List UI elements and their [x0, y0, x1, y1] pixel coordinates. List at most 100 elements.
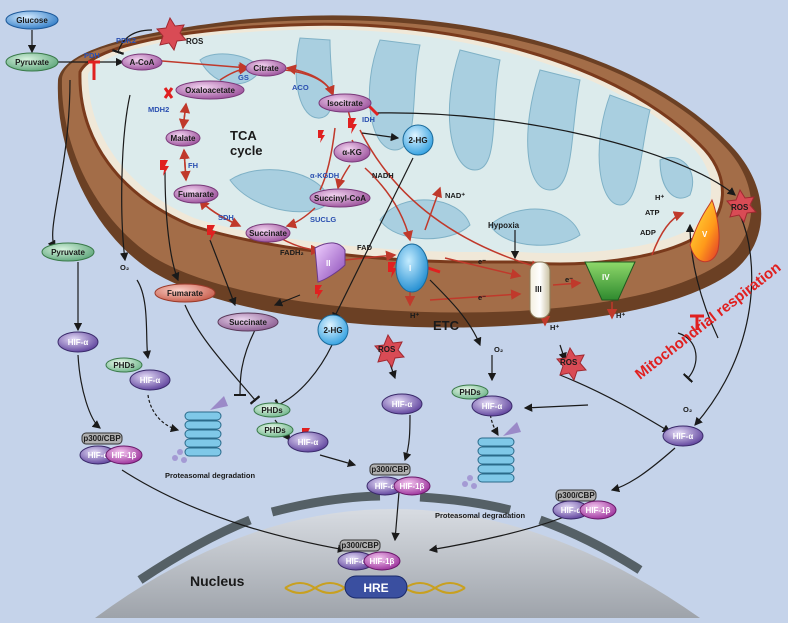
- p300-box-2[interactable]: [369, 463, 411, 476]
- complex-5[interactable]: [689, 198, 720, 263]
- p300-box-4[interactable]: [339, 539, 381, 552]
- aco-label: ACO: [292, 83, 309, 92]
- fumarate-node[interactable]: [154, 283, 216, 303]
- complex1-inhibitor-icon: [427, 266, 441, 274]
- akgdh-mutation-icon: [318, 130, 325, 143]
- o2-label-right: O₂: [683, 405, 692, 414]
- ros-star-complex1[interactable]: [374, 333, 405, 369]
- isocitrate-node[interactable]: [318, 93, 372, 113]
- malate-node[interactable]: [165, 129, 201, 147]
- h-plus-label-4: H⁺: [616, 311, 625, 320]
- complex-2-label: II: [326, 259, 330, 268]
- complex-1[interactable]: [395, 243, 429, 293]
- hre-box[interactable]: [344, 575, 408, 599]
- p300-box-1[interactable]: [81, 432, 123, 445]
- oxaloacetate-node[interactable]: [175, 80, 245, 100]
- two-hg-mito-node[interactable]: [402, 124, 434, 156]
- adp-label: ADP: [640, 228, 656, 237]
- atp-label: ATP: [645, 208, 659, 217]
- nuclear-envelope-segment: [270, 491, 381, 517]
- phds-node-4[interactable]: [451, 384, 489, 400]
- fh-label: FH: [188, 161, 198, 170]
- phds-label-4: PHDs: [459, 388, 481, 397]
- nuclear-envelope-segment: [137, 515, 252, 584]
- complex-3-label: III: [535, 285, 542, 294]
- complex-4-label: IV: [602, 273, 610, 282]
- proteasomal-label-2: Proteasomal degradation: [435, 511, 525, 520]
- hif-a-complex-label-3: HIF-α: [561, 506, 582, 515]
- proteasome-icon: [462, 422, 521, 489]
- phds-label-3: PHDs: [264, 426, 286, 435]
- glucose-label: Glucose: [16, 16, 48, 25]
- acoa-node[interactable]: [121, 53, 163, 71]
- nadh-label: NADH: [372, 171, 394, 180]
- hif-a-label-3: HIF-α: [298, 438, 319, 447]
- succinate-mito-label: Succinate: [249, 229, 287, 238]
- hif-a-label-1: HIF-α: [68, 338, 89, 347]
- complex1-mutation-icon: [388, 262, 397, 278]
- ros-top-label: ROS: [186, 37, 204, 46]
- phds-node-3[interactable]: [256, 422, 294, 438]
- fumarate-label: Fumarate: [167, 289, 204, 298]
- e-minus-label-2: e⁻: [478, 293, 486, 302]
- complex-4[interactable]: [584, 261, 636, 301]
- pdh-inhibitor-icon: [88, 60, 100, 80]
- oxaloacetate-label: Oxaloacetate: [185, 86, 235, 95]
- succinate-mito-node[interactable]: [245, 223, 291, 243]
- pdk2-label: PDK2: [116, 36, 136, 45]
- phds-node-1[interactable]: [105, 357, 143, 373]
- p300-label-1: p300/CBP: [83, 434, 121, 443]
- hif-a-label-6: HIF-α: [673, 432, 694, 441]
- suclg-label: SUCLG: [310, 215, 336, 224]
- akg-node[interactable]: [333, 141, 371, 163]
- hif-a-node-4[interactable]: [381, 393, 423, 415]
- isocitrate-label: Isocitrate: [327, 99, 363, 108]
- succinyl-coa-label: Succinyl-CoA: [314, 194, 366, 203]
- fh-mutation-icon: [160, 160, 169, 176]
- hif-a-node-3[interactable]: [287, 431, 329, 453]
- hif-a-node-6[interactable]: [662, 425, 704, 447]
- complex-2[interactable]: [314, 242, 346, 283]
- hif-a-label-4: HIF-α: [392, 400, 413, 409]
- hif-a-node-5[interactable]: [471, 395, 513, 417]
- p300-label-3: p300/CBP: [557, 491, 595, 500]
- ros-star-top[interactable]: [156, 16, 187, 52]
- pyruvate-cyto-node[interactable]: [5, 52, 59, 72]
- fad-label: FAD: [357, 243, 373, 252]
- fumarate-mito-node[interactable]: [173, 184, 219, 204]
- fadh2-label: FADH₂: [280, 248, 304, 257]
- glucose-node[interactable]: [5, 10, 59, 30]
- succinyl-coa-node[interactable]: [309, 188, 371, 208]
- nad-plus-label: NAD⁺: [445, 191, 465, 200]
- pyruvate-node[interactable]: [41, 242, 95, 262]
- h-plus-label-3: H⁺: [550, 323, 559, 332]
- sdh-mutation-icon: [207, 225, 216, 241]
- hif-b-complex-2[interactable]: [393, 476, 431, 496]
- proteasome-icon: [172, 396, 228, 463]
- succinate-node[interactable]: [217, 312, 279, 332]
- idh-inhibitor-icon: [366, 103, 380, 117]
- complex-3[interactable]: [529, 261, 551, 319]
- malate-label: Malate: [171, 134, 196, 143]
- hif-b-complex-4[interactable]: [363, 551, 401, 571]
- two-hg-node[interactable]: [317, 314, 349, 346]
- p300-label-4: p300/CBP: [341, 541, 379, 550]
- ros-star-right[interactable]: [726, 188, 757, 224]
- complex-5-label: V: [702, 230, 708, 239]
- hif-b-complex-3[interactable]: [579, 500, 617, 520]
- hif-a-node-2[interactable]: [129, 369, 171, 391]
- inhibitor-marks: [88, 60, 704, 330]
- complex-1-label: I: [409, 264, 411, 273]
- mdh2-label: MDH2: [148, 105, 169, 114]
- hypoxia-label: Hypoxia: [488, 221, 520, 230]
- phds-label-1: PHDs: [113, 361, 135, 370]
- phds-node-2[interactable]: [253, 402, 291, 418]
- sdh-label: SDH: [218, 213, 234, 222]
- hif-b-complex-1[interactable]: [105, 445, 143, 465]
- succinate-label: Succinate: [229, 318, 267, 327]
- ros-star-complex3[interactable]: [556, 346, 587, 382]
- citrate-node[interactable]: [245, 59, 287, 77]
- hif-a-node-1[interactable]: [57, 331, 99, 353]
- resp-inhibitor-icon: [690, 314, 704, 330]
